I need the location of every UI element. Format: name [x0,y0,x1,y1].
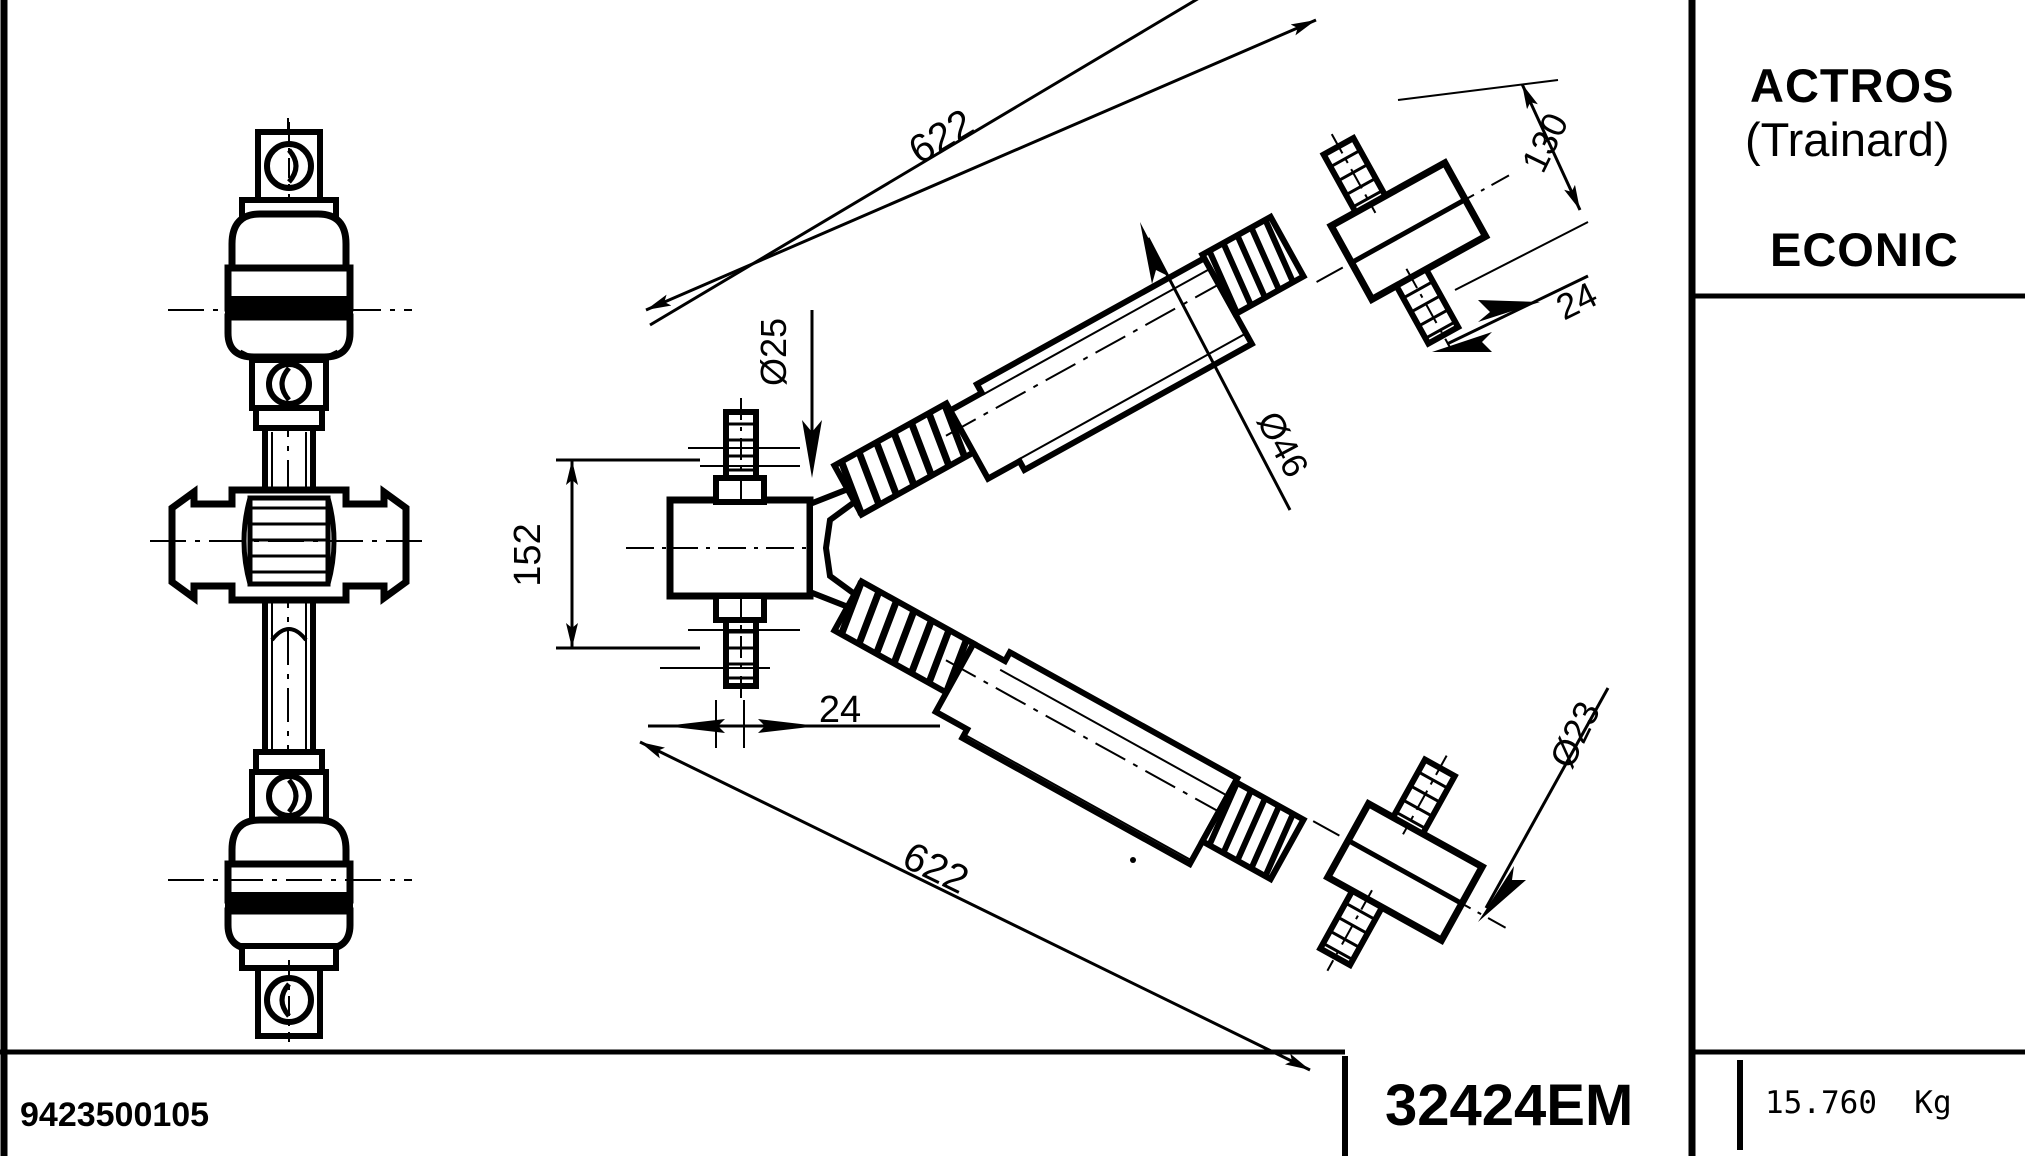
lower-end-top-stud-centerline [1402,755,1448,835]
bottom-stud-thread [279,982,291,1018]
stray-mark [1130,857,1136,863]
dim-130-line [1520,83,1582,211]
dim-622-lower-line [639,740,1311,1072]
dim-130-ext-top [1397,79,1559,101]
upper-arm [830,212,1308,519]
top-joint-lower-dome [224,313,354,361]
upper-arm-sleeve-threads [838,403,969,516]
top-joint-dome [228,210,350,272]
dim-24-top [1432,274,1589,352]
lower-arm [830,577,1308,884]
model-econic-label: ECONIC [1770,223,1959,276]
top-joint-base [253,405,325,431]
dimension-len-upper: 622 [901,101,981,173]
lower-end-bottom-stud-centerline [1326,889,1373,972]
dimension-len-lower: 622 [896,834,975,903]
top-stud-thread [287,148,299,184]
dim-dia23-arrow [1478,866,1526,922]
dim-152 [556,458,700,650]
dim-24-top-arrow-right [1478,300,1540,322]
top-joint-socket-thread [279,366,291,402]
dim-24-bottom-arrow-right [758,719,818,733]
dim-622-upper-line [645,18,1317,312]
upper-arm-threaded-sleeve [830,399,978,519]
dimension-height-152: 152 [507,523,549,586]
center-hub [626,398,872,700]
bottom-joint-socket [266,773,312,819]
bottom-joint-socket-thread [287,778,299,814]
dim-dia25-leader [802,310,822,478]
dim-622-upper [645,0,1317,327]
dim-24-bottom [648,700,940,748]
dim-dia46-arrow [1140,222,1168,284]
side-elevation-view [150,118,430,1042]
dimension-width-130: 130 [1513,107,1576,179]
lower-tube-cap [270,627,308,642]
bottom-ball-joint [224,749,354,1042]
dimension-offset-24-bottom: 24 [819,689,861,731]
top-joint-socket [266,361,312,407]
weight-label: 15.760 Kg [1765,1085,1952,1121]
dim-622-lower [639,740,1311,1072]
dimension-offset-24-top: 24 [1550,274,1604,328]
upper-end-joint-centerline [1316,174,1510,283]
model-actros-label: ACTROS [1750,59,1955,112]
oem-number-label: 9423500105 [20,1096,210,1134]
dim-dia23-line [1484,687,1610,909]
center-yoke [150,485,430,605]
v-link-plan-view [556,0,1610,1072]
lower-end-joint [1312,755,1507,972]
lower-end-joint-centerline [1312,820,1507,929]
dim-dia46-leader [1140,222,1292,511]
dim-24-top-line [1446,274,1589,346]
part-number-label: 32424EM [1385,1073,1634,1138]
dim-dia23-leader [1478,687,1610,922]
model-trainard-label: (Trainard) [1745,113,1950,166]
lower-arm-tube [931,639,1242,869]
dim-dia46-line [1146,237,1292,511]
dim-24-top-arrow-left [1432,332,1492,352]
dim-130 [1397,79,1589,291]
upper-end-joint [1316,133,1510,350]
dimension-dia-25: Ø25 [753,318,794,386]
dim-dia25-arrow [802,420,822,478]
upper-end-top-stud-centerline [1330,133,1377,214]
bottom-joint-dome [228,816,350,868]
upper-arm-tube [946,254,1256,483]
dim-24-bottom-arrow-left [665,719,725,733]
top-ball-joint [224,122,354,431]
upper-end-bottom-stud-centerline [1405,268,1452,350]
lower-arm-sleeve-threads [838,580,970,694]
dim-130-ext-bottom [1454,221,1589,291]
dimension-dia-46: Ø46 [1249,404,1317,483]
